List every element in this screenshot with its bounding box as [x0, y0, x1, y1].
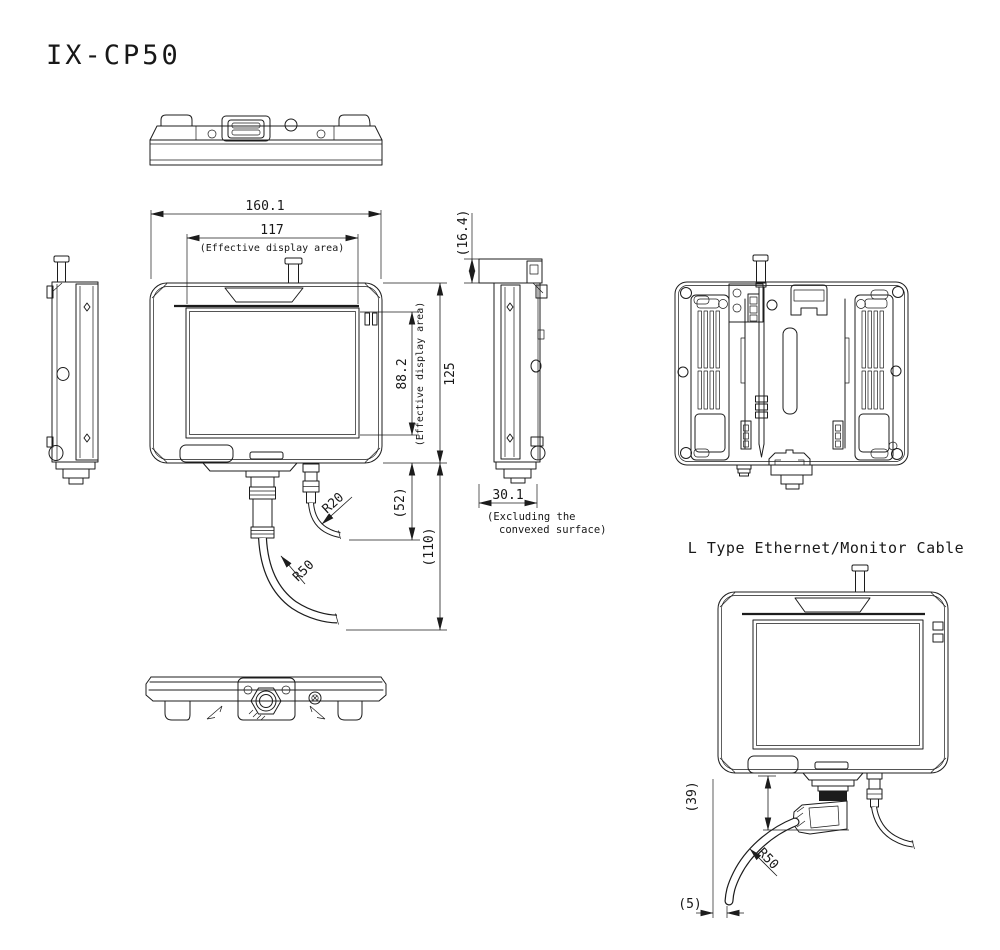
stylus	[284, 257, 303, 284]
dim-l-cable-offset: (5)	[678, 897, 701, 912]
dim-display-height-note: (Effective display area)	[415, 302, 426, 447]
bottom-slot	[814, 761, 849, 770]
left-foot	[164, 700, 191, 721]
latch-right	[832, 420, 844, 450]
side-bump	[56, 367, 70, 381]
page-title: IX-CP50	[46, 40, 181, 71]
l-type-cable-label: L Type Ethernet/Monitor Cable	[688, 539, 964, 557]
rear-view	[674, 254, 909, 490]
bottom-slot	[249, 451, 284, 460]
screw-hole	[680, 447, 692, 459]
front-view-dimensions: 160.1 117 (Effective display area) (16.4…	[150, 199, 479, 631]
led-indicator-1	[932, 621, 944, 631]
dim-l-connector-drop: (39)	[685, 781, 700, 812]
led-indicator-2	[372, 312, 378, 326]
left-side-view	[46, 255, 99, 485]
side-clip-top	[46, 285, 54, 299]
bottom-screw	[308, 691, 322, 705]
stylus	[851, 564, 869, 593]
rear-top-bracket	[790, 284, 828, 316]
display-screen	[185, 307, 360, 439]
screw-hole	[680, 287, 692, 299]
side-note-line2: convexed surface)	[499, 524, 606, 536]
dim-large-cable-drop: (110)	[422, 527, 437, 566]
latch-left	[740, 420, 752, 450]
top-block	[478, 258, 543, 284]
side-clip-bottom	[530, 436, 544, 447]
dim-large-cable-radius: R50	[290, 558, 317, 585]
small-connector	[302, 463, 320, 504]
large-connector	[245, 470, 280, 539]
dim-side-depth: 30.1	[492, 488, 523, 503]
screw-hole	[891, 448, 903, 460]
corner-ticks	[151, 283, 381, 463]
stylus	[752, 254, 769, 283]
side-clip-top	[535, 284, 548, 299]
rear-bracket	[728, 283, 764, 323]
top-hole	[284, 118, 298, 132]
bottom-view	[145, 676, 387, 721]
stylus-holder	[526, 260, 543, 284]
top-connector	[221, 115, 271, 142]
center-slot	[782, 327, 798, 415]
dim-display-width: 117	[260, 223, 283, 238]
right-vent-module	[854, 294, 894, 461]
swing-hook-right	[309, 705, 326, 720]
front-view	[149, 257, 383, 625]
side-bump	[530, 359, 542, 373]
l-connector	[792, 779, 855, 835]
led-indicator-2	[932, 633, 944, 643]
connector-flange	[202, 462, 298, 472]
mounting-plate	[75, 283, 99, 461]
label-recess	[747, 755, 799, 774]
top-view	[149, 114, 383, 166]
speaker-grille	[224, 287, 304, 303]
dim-display-height: 88.2	[395, 358, 410, 389]
dim-display-width-note: (Effective display area)	[200, 243, 345, 254]
stylus-channel	[755, 282, 768, 458]
right-foot	[337, 700, 363, 721]
l-type-view: (39) R50 (5)	[678, 564, 949, 918]
small-connector	[866, 772, 883, 808]
right-side-view: 30.1 (Excluding the convexed surface)	[478, 258, 606, 536]
dim-top-block-height: (16.4)	[456, 210, 471, 257]
dim-overall-height: 125	[443, 362, 458, 385]
speaker-grille	[794, 597, 871, 613]
side-note-line1: (Excluding the	[487, 511, 576, 523]
dim-small-cable-drop: (52)	[393, 487, 408, 518]
led-indicator-1	[364, 312, 370, 326]
screw-hole	[677, 366, 689, 378]
top-screw-right	[316, 129, 326, 139]
screw-hole	[892, 286, 904, 298]
top-left-foot	[160, 114, 193, 127]
dim-small-cable-radius: R20	[320, 490, 347, 517]
side-clip-bottom	[46, 436, 54, 448]
screw-hole	[890, 365, 902, 377]
mounting-plate	[500, 284, 521, 460]
din-hook	[768, 449, 811, 466]
swing-hook-left	[206, 705, 223, 720]
dim-overall-width: 160.1	[245, 199, 284, 214]
cable-gland	[736, 464, 752, 477]
display-screen	[752, 619, 924, 750]
left-vent-module	[690, 294, 730, 461]
bottom-connector	[237, 677, 296, 721]
stylus	[53, 255, 70, 283]
top-right-foot	[338, 114, 371, 127]
label-recess	[179, 444, 234, 463]
connector-flange	[802, 772, 864, 781]
rear-connector	[770, 464, 813, 490]
top-screw-left	[207, 129, 217, 139]
